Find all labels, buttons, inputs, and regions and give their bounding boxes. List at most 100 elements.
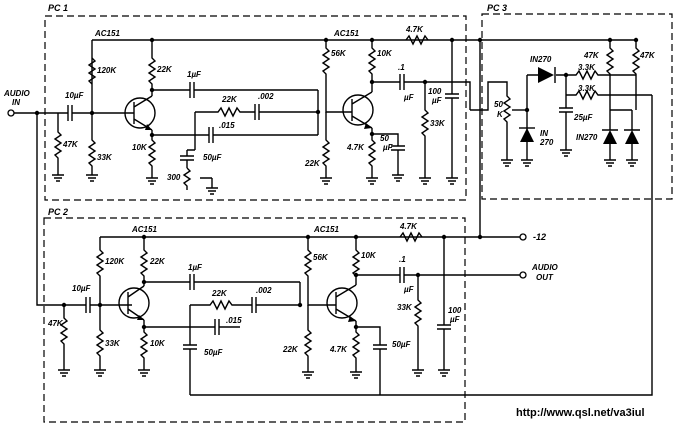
pc2-ground-2 [94,369,106,377]
pc1-ground-8 [419,177,431,185]
audio-in-terminal[interactable] [7,109,15,117]
pc1-q1-emitter-arrow [145,124,152,130]
pc3-d1-diode [538,67,554,83]
pc1-q2-label: AC151 [333,29,359,38]
pc3-ground-5 [626,159,638,167]
pc2-circuit: 47K 10µF 120K 33K AC151 22K 10K 1µF 22K … [47,222,462,395]
pc2-c-002-label: .002 [256,286,272,295]
pc2-r-33k-label: 33K [105,339,121,348]
pc3-d4-diode [625,130,639,144]
pc2-c-out-unit: µF [403,285,415,294]
pc3-r-47k-b-label: 47K [639,51,656,60]
pc1-q1-label: AC151 [94,29,120,38]
supply-label: -12 [533,232,546,242]
pc1-c-out [372,74,425,90]
pc1-ground-9 [446,177,458,185]
pc2-c-in-label: 10µF [72,284,92,293]
pc2-c-50uf [183,305,197,395]
pc1-r-10k-emitter [147,130,157,178]
pc3-d2-diode [520,128,534,142]
pc1-ground-5 [320,177,332,185]
pc3-pot-50k[interactable] [470,81,512,160]
pc1-r-22k-collector [147,40,157,96]
pc2-r-22k-base [303,305,313,372]
pc1-r-4k7-emitter-label: 4.7K [346,143,365,152]
pc3-r-3k3-b [566,89,652,101]
pc1-r-22k-base [321,112,331,178]
pc1-r-56k [321,40,344,113]
pc1-r-4k7-emitter [367,128,377,178]
pc2-c-50uf-label: 50µF [204,348,224,357]
pc1-r-22k-fb-label: 22K [221,95,238,104]
pc2-ground-3 [138,369,150,377]
pc2-c-1uf-label: 1µF [188,263,203,272]
pc3-rail-junction-2 [633,37,639,43]
pc3-ground-2 [521,159,533,167]
pc2-c-50uf-emitter [356,326,387,395]
pc2-rail-junction-3 [353,234,359,240]
pc2-r-47k-label: 47K [47,319,64,328]
pc2-q2-label: AC151 [313,225,339,234]
pc2-r-10k-collector-label: 10K [361,251,377,260]
pc1-r-22k-collector-label: 22K [156,65,173,74]
pc2-label: PC 2 [48,207,68,217]
pc1-r-33k [87,113,97,175]
pc1-c-015-label: .015 [219,121,235,130]
pc3-board-outline [481,13,673,200]
pc1-c-50uf [180,149,195,168]
pc1-ground-4 [206,187,218,195]
pc3-d1-label: IN270 [530,55,552,64]
pc1-r-10k-emitter-label: 10K [132,143,148,152]
pc2-c-015 [144,319,240,335]
pc1-r-4k7-supply [405,34,429,46]
pc3-r-47k-b [631,40,641,110]
pc2-c-100-unit: µF [449,315,461,324]
pc3-r-47k-a-label: 47K [583,51,600,60]
pc1-c-1uf-label: 1µF [187,70,202,79]
pc2-r-4k7-emitter-label: 4.7K [329,345,348,354]
pc2-q1-transistor [118,287,150,319]
pc2-r-56k-label: 56K [313,253,329,262]
pc1-r-33k-out-label: 33K [430,119,446,128]
pc2-c-1uf [144,274,300,290]
supply-terminal[interactable] [519,233,527,241]
source-url: http://www.qsl.net/va3iul [516,407,645,419]
pc3-d2-label-2: 270 [539,138,554,147]
pc1-label: PC 1 [48,3,68,13]
audio-out-label-1: AUDIO [531,263,559,272]
pc3-ground-4 [604,159,616,167]
pc2-r-10k-emitter [139,320,149,370]
pc1-ground-2 [86,174,98,182]
pc3-c-25uf [559,75,573,150]
audio-out-label-2: OUT [536,273,554,282]
pc2-q2-emitter-arrow [348,316,356,322]
pc1-r-33k-label: 33K [97,153,113,162]
pc2-r-22k-fb-label: 22K [211,289,228,298]
pc1-c-002-label: .002 [258,92,274,101]
pc2-rail-junction-4 [441,234,447,240]
pc3-pot-label-2: K [497,110,504,119]
pc3-d3-leads [602,110,618,160]
audio-out-terminal[interactable] [519,271,527,279]
pc2-rail-junction-2 [305,234,311,240]
pc1-pot-wiper [200,177,213,188]
pc1-r-22k-base-label: 22K [304,159,321,168]
pc3-c-25uf-label: 25µF [573,113,594,122]
pc2-r-4k7-supply-label: 4.7K [399,222,418,231]
pc1-pot-300[interactable] [182,167,192,190]
pc3-pot-label-1: 50 [494,100,503,109]
pc2-q1-label: AC151 [131,225,157,234]
pc1-q1-leads [92,95,153,131]
pc1-r-10k-collector-label: 10K [377,49,393,58]
pc3-ground-1 [501,159,513,167]
pc2-ground-5 [350,371,362,379]
pc1-c-50-emitter [372,133,405,175]
pc1-c-out-unit: µF [403,93,415,102]
pc2-r-22k-collector [139,237,149,286]
pc2-c-100-label: 100 [448,306,462,315]
pc2-r-33k-out [413,275,423,370]
pc3-d3-diode [603,130,617,144]
pc2-r-33k-out-label: 33K [397,303,413,312]
